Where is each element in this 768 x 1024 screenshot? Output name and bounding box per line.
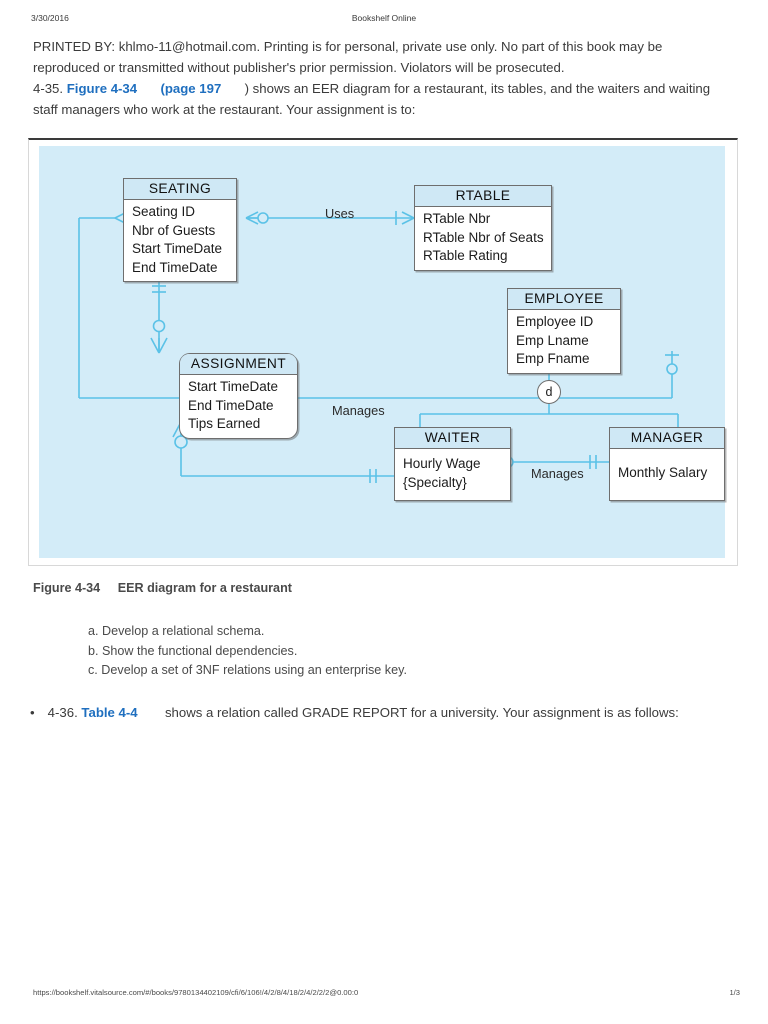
- attribute: Nbr of Guests: [132, 222, 216, 238]
- entity-rtable-attributes: RTable Nbr RTable Nbr of Seats RTable Ra…: [415, 207, 551, 270]
- entity-assignment-attributes: Start TimeDate End TimeDate Tips Earned: [180, 375, 297, 438]
- print-title: Bookshelf Online: [351, 13, 417, 23]
- relationship-label-manages-bottom: Manages: [332, 403, 385, 418]
- figure-caption-text: EER diagram for a restaurant: [117, 581, 292, 595]
- relationship-label-uses: Uses: [325, 206, 355, 221]
- entity-waiter: WAITER Hourly Wage {Specialty}: [394, 427, 511, 501]
- attribute-pk: Seating ID: [132, 204, 196, 219]
- attribute: Emp Lname: [516, 332, 589, 348]
- attribute: End TimeDate: [132, 259, 218, 275]
- entity-waiter-attributes: Hourly Wage {Specialty}: [395, 449, 510, 500]
- entity-seating-title: SEATING: [124, 179, 236, 200]
- subtype-disjoint-indicator: d: [537, 380, 561, 404]
- problem-4-36: • 4-36. Table 4-4 shows a relation calle…: [30, 703, 730, 723]
- entity-assignment: ASSIGNMENT Start TimeDate End TimeDate T…: [179, 353, 298, 439]
- problem-4-36-text: shows a relation called GRADE REPORT for…: [164, 705, 679, 720]
- attribute: Emp Fname: [516, 351, 590, 366]
- problem-4-35: 4-35. Figure 4-34 (page 197 ) shows an E…: [33, 78, 733, 120]
- entity-rtable: RTABLE RTable Nbr RTable Nbr of Seats RT…: [414, 185, 552, 271]
- entity-employee-title: EMPLOYEE: [508, 289, 620, 310]
- attribute: RTable Nbr of Seats: [423, 229, 544, 245]
- table-4-4-link[interactable]: Table 4-4: [81, 705, 138, 720]
- print-notice: PRINTED BY: khlmo-11@hotmail.com. Printi…: [33, 39, 663, 75]
- figure-caption-number: Figure 4-34: [33, 581, 101, 595]
- sub-question-b: b. Show the functional dependencies.: [88, 643, 298, 658]
- entity-rtable-title: RTABLE: [415, 186, 551, 207]
- attribute: Monthly Salary: [618, 465, 708, 480]
- figure-caption: Figure 4-34 EER diagram for a restaurant: [33, 581, 292, 595]
- attribute: Start TimeDate: [188, 379, 279, 394]
- entity-seating-attributes: Seating ID Nbr of Guests Start TimeDate …: [124, 200, 236, 281]
- relationship-label-manages-waiter: Manages: [531, 466, 584, 481]
- attribute: Hourly Wage: [403, 456, 481, 471]
- sub-question-list: a. Develop a relational schema. b. Show …: [88, 622, 407, 681]
- entity-manager-title: MANAGER: [610, 428, 724, 449]
- list-bullet: •: [30, 705, 35, 720]
- entity-manager-attributes: Monthly Salary: [610, 449, 724, 500]
- sub-question-c: c. Develop a set of 3NF relations using …: [88, 663, 407, 677]
- figure-frame: SEATING Seating ID Nbr of Guests Start T…: [28, 138, 738, 566]
- print-date: 3/30/2016: [31, 13, 69, 23]
- entity-assignment-title: ASSIGNMENT: [180, 354, 297, 375]
- figure-4-34-link[interactable]: Figure 4-34: [66, 81, 138, 96]
- problem-4-36-number: 4-36.: [47, 705, 78, 720]
- eer-diagram-connectors: [78, 211, 679, 483]
- attribute-pk: RTable Nbr: [423, 211, 491, 226]
- eer-diagram-canvas: SEATING Seating ID Nbr of Guests Start T…: [39, 146, 725, 558]
- footer-page-number: 1/3: [729, 988, 740, 997]
- footer-url[interactable]: https://bookshelf.vitalsource.com/#/book…: [33, 988, 359, 997]
- attribute: Tips Earned: [188, 416, 261, 431]
- attribute: End TimeDate: [188, 397, 274, 413]
- attribute-multivalued: {Specialty}: [403, 474, 467, 490]
- page-197-link[interactable]: (page 197: [160, 81, 222, 96]
- problem-4-35-number: 4-35.: [33, 81, 64, 96]
- attribute-pk: Employee ID: [516, 314, 594, 329]
- problem-4-35-text: ) shows an EER diagram for a restaurant,…: [33, 81, 711, 117]
- entity-employee: EMPLOYEE Employee ID Emp Lname Emp Fname: [507, 288, 621, 374]
- sub-question-a: a. Develop a relational schema.: [88, 624, 265, 638]
- entity-waiter-title: WAITER: [395, 428, 510, 449]
- entity-manager: MANAGER Monthly Salary: [609, 427, 725, 501]
- attribute: RTable Rating: [423, 248, 508, 263]
- attribute: Start TimeDate: [132, 241, 223, 256]
- entity-employee-attributes: Employee ID Emp Lname Emp Fname: [508, 310, 620, 373]
- entity-seating: SEATING Seating ID Nbr of Guests Start T…: [123, 178, 237, 282]
